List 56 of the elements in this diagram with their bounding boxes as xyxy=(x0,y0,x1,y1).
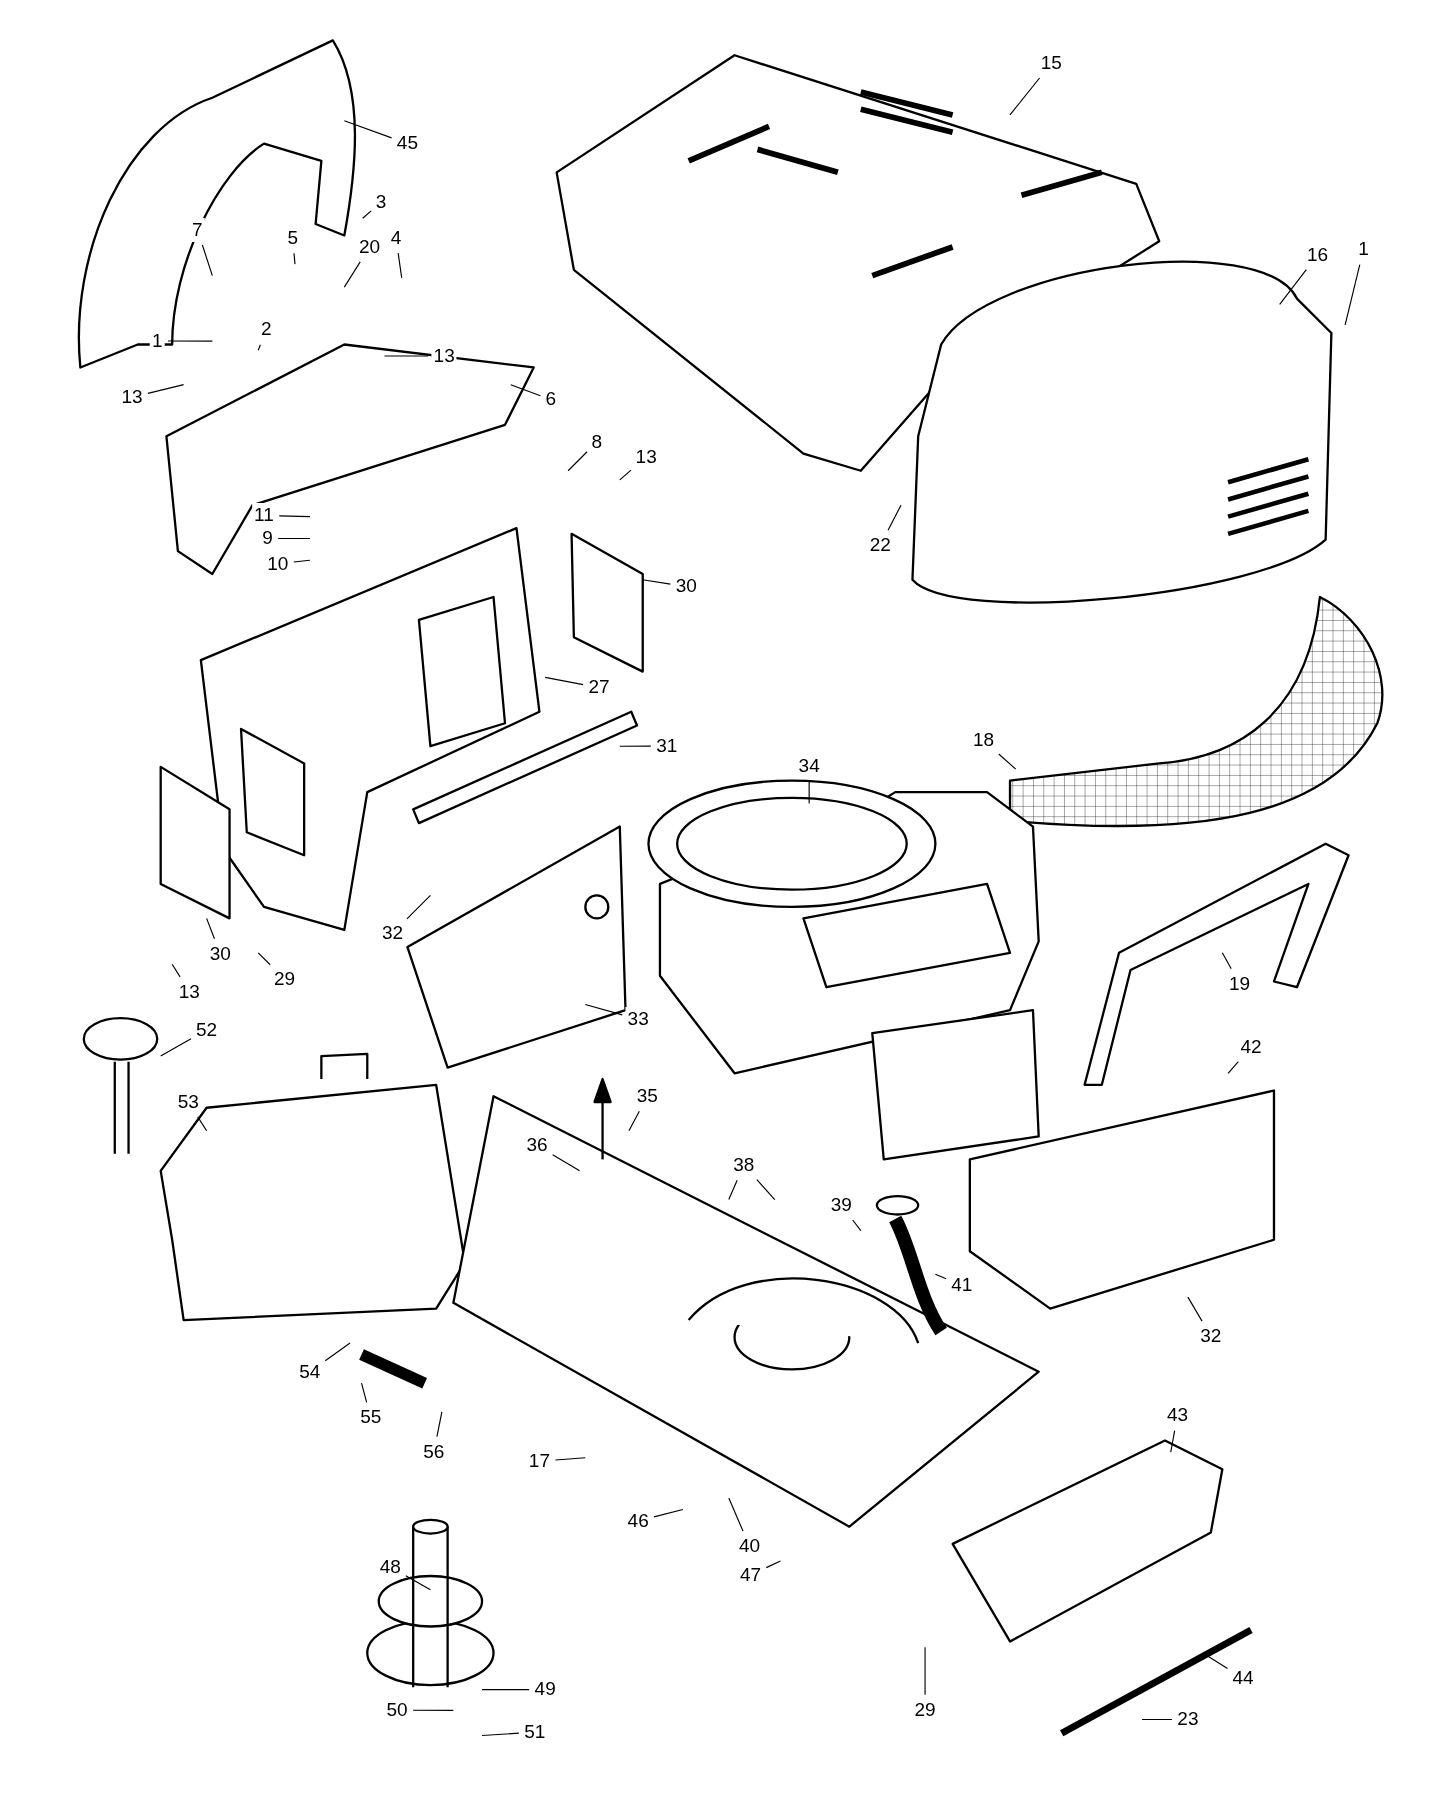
leader-line xyxy=(1170,1430,1176,1453)
leader-line xyxy=(343,261,361,288)
leader-line xyxy=(277,537,311,540)
leader-line xyxy=(510,384,541,397)
leader-line xyxy=(481,1689,530,1691)
leader-line xyxy=(628,1110,640,1132)
leader-line xyxy=(544,676,584,686)
leader-line xyxy=(201,244,213,277)
leader-line xyxy=(887,504,902,531)
leader-line xyxy=(756,1179,776,1201)
leader-line xyxy=(206,917,216,940)
leader-line xyxy=(360,1382,368,1403)
leader-line xyxy=(405,1575,431,1591)
leader-line xyxy=(619,469,632,481)
leader-line xyxy=(160,1038,192,1057)
leader-line xyxy=(554,1457,586,1461)
leader-line xyxy=(171,963,181,978)
leader-line xyxy=(1221,952,1232,970)
leader-line xyxy=(1279,269,1307,305)
callout-number: 7 xyxy=(190,217,205,242)
leader-line xyxy=(852,1219,862,1232)
leader-line xyxy=(808,780,810,805)
leader-line xyxy=(567,451,588,472)
leader-line xyxy=(167,340,213,342)
leader-line xyxy=(584,1003,623,1016)
leader-line xyxy=(397,252,403,279)
leader-line xyxy=(257,344,261,351)
leader-line xyxy=(1141,1718,1173,1721)
leader-line xyxy=(293,559,311,563)
leader-line xyxy=(406,894,431,920)
leader-line xyxy=(278,515,311,518)
leader-line xyxy=(642,579,671,585)
leader-line xyxy=(293,252,296,265)
leader-line xyxy=(197,1116,208,1132)
leader-line xyxy=(924,1646,926,1696)
leader-line xyxy=(728,1179,738,1201)
leader-line xyxy=(481,1732,520,1737)
leader-line xyxy=(147,384,185,394)
leader-line xyxy=(324,1342,351,1362)
leader-line xyxy=(1227,1060,1239,1074)
leader-line xyxy=(1187,1296,1203,1322)
leader-line xyxy=(436,1411,443,1438)
leader-line xyxy=(257,952,271,966)
leader-line xyxy=(765,1560,782,1569)
leader-line xyxy=(383,355,429,357)
leader-line xyxy=(1344,264,1361,326)
leader-line xyxy=(1009,77,1041,116)
leader-line xyxy=(343,120,393,139)
leader-line xyxy=(619,745,652,747)
leader-line xyxy=(653,1508,684,1518)
leader-line xyxy=(552,1154,581,1172)
leader-line xyxy=(728,1497,744,1532)
leader-line xyxy=(998,753,1017,770)
leader-line xyxy=(934,1273,947,1280)
leader-line xyxy=(412,1709,454,1711)
leader-line xyxy=(362,210,372,219)
